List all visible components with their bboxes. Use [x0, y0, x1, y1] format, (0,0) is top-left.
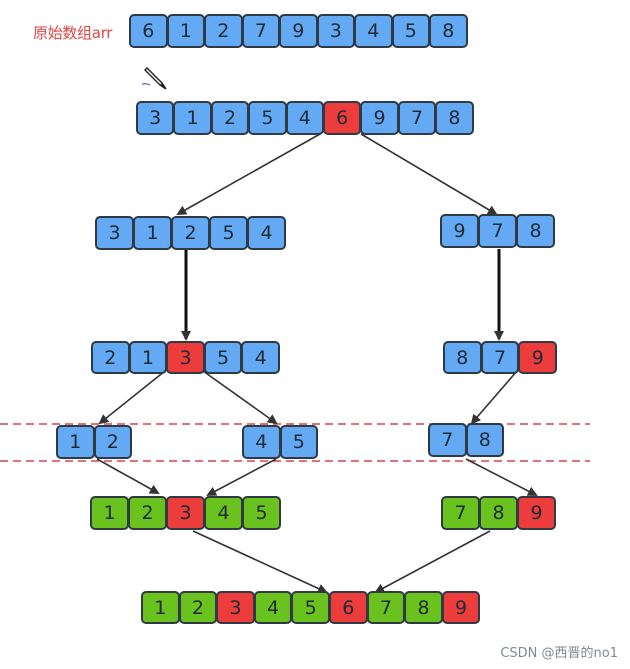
array-cell: 9 — [440, 214, 479, 248]
array-cell: 7 — [366, 591, 406, 624]
arrow-pivot-to-right — [360, 133, 498, 216]
array-cell: 3 — [136, 101, 175, 135]
array-cell: 5 — [248, 101, 287, 135]
array-cell: 8 — [516, 214, 555, 248]
arrow-left-to-sub-b — [202, 370, 278, 425]
array-cell: 4 — [247, 216, 286, 250]
array-cell: 2 — [171, 216, 210, 250]
array-cell: 1 — [133, 216, 172, 250]
pivot-cell: 9 — [441, 591, 481, 624]
pivot-cell: 9 — [518, 341, 558, 374]
array-cell: 3 — [95, 216, 134, 250]
array-cell: 1 — [128, 341, 168, 374]
array-cell: 5 — [203, 341, 243, 374]
array-cell: 2 — [204, 14, 243, 48]
arrow-sub-a-to-merge — [96, 458, 160, 494]
array-cell: 1 — [166, 14, 205, 48]
array-cell: 4 — [285, 101, 324, 135]
array-cell: 9 — [279, 14, 318, 48]
arrow-left-merge-to-final — [192, 530, 328, 594]
array-cell: 5 — [242, 496, 281, 530]
watermark: CSDN @西晋的no1 — [500, 646, 618, 661]
array-cell: 5 — [279, 425, 318, 459]
array-cell: 3 — [316, 14, 355, 48]
pivot-cell: 6 — [329, 591, 368, 624]
array-cell: 2 — [91, 341, 130, 374]
array-cell: 2 — [93, 425, 132, 459]
array-cell: 1 — [56, 425, 95, 459]
array-cell: 5 — [391, 14, 430, 48]
array-cell: 4 — [204, 496, 243, 530]
array-cell: 7 — [480, 341, 520, 374]
array-cell: 7 — [441, 496, 480, 530]
array-cell: 1 — [173, 101, 212, 135]
pivot-cell: 3 — [216, 591, 255, 624]
array-cell: 1 — [141, 591, 180, 624]
pivot-cell: 3 — [166, 496, 205, 530]
array-cell: 5 — [291, 591, 330, 624]
array-cell: 4 — [241, 341, 280, 374]
array-cell: 5 — [209, 216, 248, 250]
pivot-cell: 9 — [517, 496, 556, 530]
array-cell: 2 — [128, 496, 167, 530]
array-cell: 2 — [210, 101, 250, 135]
arrow-left-to-sub-a — [98, 370, 166, 425]
original-array-label: 原始数组arr — [33, 24, 113, 42]
array-cell: 8 — [429, 14, 468, 48]
array-cell: 1 — [90, 496, 129, 530]
arrow-pivot-to-left — [176, 133, 321, 215]
pivot-cell: 3 — [166, 341, 205, 374]
array-cell: 9 — [360, 101, 399, 135]
arrow-right-to-sub-c — [470, 370, 518, 425]
arrow-sub-c-to-merge — [465, 458, 538, 496]
array-cell: 8 — [404, 591, 443, 624]
array-cell: 2 — [178, 591, 218, 624]
arrow-sub-b-to-merge — [206, 458, 277, 496]
pencil-icon — [142, 67, 167, 90]
arrow-right-merge-to-final — [374, 530, 491, 593]
pivot-cell: 6 — [323, 101, 362, 135]
array-cell: 7 — [241, 14, 280, 48]
array-cell: 4 — [253, 591, 293, 624]
array-cell: 8 — [435, 101, 474, 135]
array-cell: 7 — [397, 101, 437, 135]
array-cell: 8 — [443, 341, 482, 374]
array-cell: 6 — [129, 14, 168, 48]
array-cell: 7 — [428, 423, 467, 457]
array-cell: 8 — [479, 496, 518, 530]
array-cell: 4 — [242, 425, 281, 459]
array-cell: 8 — [465, 423, 504, 457]
array-cell: 4 — [354, 14, 393, 48]
array-cell: 7 — [478, 214, 517, 248]
